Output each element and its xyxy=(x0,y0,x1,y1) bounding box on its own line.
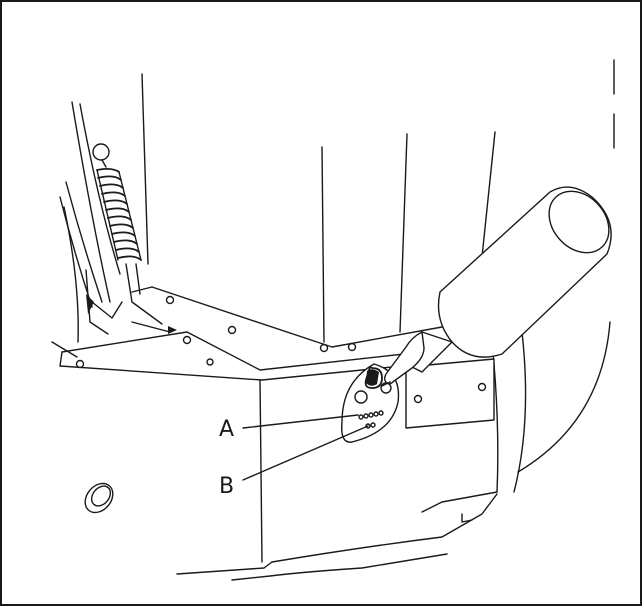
column-lines xyxy=(141,73,496,343)
front-housing xyxy=(176,321,611,581)
bed-plate xyxy=(51,286,443,381)
oil-bottle-icon xyxy=(381,186,612,387)
spring-icon xyxy=(92,143,163,325)
plug-icon xyxy=(84,482,114,514)
label-b: B xyxy=(219,474,234,499)
callout-leaders xyxy=(242,414,369,481)
name-plate xyxy=(405,358,495,429)
machine-arm xyxy=(59,101,123,343)
oil-hole-cover xyxy=(341,363,400,443)
label-a: A xyxy=(219,417,234,442)
